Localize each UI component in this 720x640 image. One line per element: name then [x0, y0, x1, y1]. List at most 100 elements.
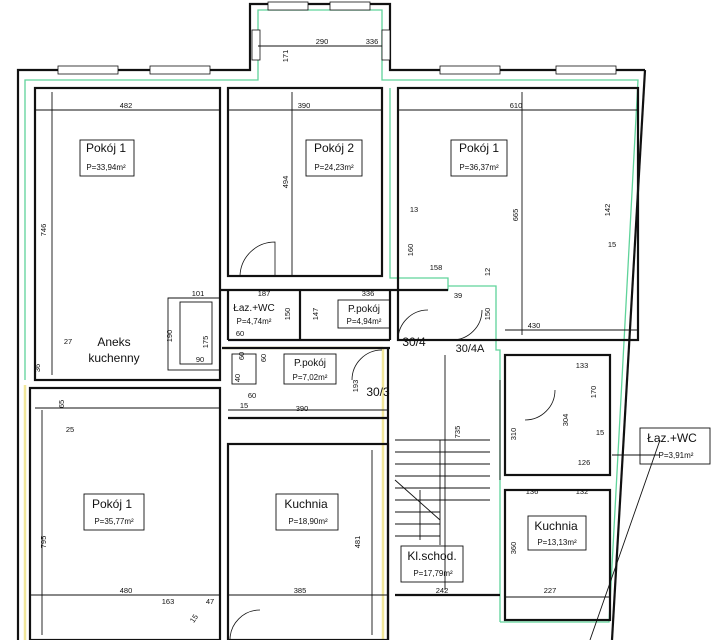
- unit-label-30-4: 30/4: [402, 335, 426, 349]
- dim-27: 27: [64, 337, 72, 346]
- room-pokoj1-right-label-box: [450, 139, 508, 177]
- dim-310: 310: [509, 428, 518, 441]
- dim-47: 47: [206, 597, 214, 606]
- dim-193: 193: [351, 380, 360, 393]
- dim-60-b: 60: [237, 352, 246, 360]
- dim-136: 136: [526, 487, 539, 496]
- room-pokoj1-right-area: P=36,37m²: [459, 163, 499, 172]
- dim-15-b: 15: [240, 401, 248, 410]
- dim-150-a: 150: [283, 308, 292, 321]
- dim-385: 385: [294, 586, 307, 595]
- dim-746: 746: [39, 224, 48, 237]
- room-pokoj1-left-name: Pokój 1: [86, 141, 126, 155]
- room-pokoj1-right-name: Pokój 1: [459, 141, 499, 155]
- dim-336-top: 336: [366, 37, 379, 46]
- dim-187: 187: [258, 289, 271, 298]
- unit-label-30-3: 30/3: [366, 385, 390, 399]
- dim-132: 132: [576, 487, 589, 496]
- dim-60-d: 60: [248, 391, 256, 400]
- dim-126: 126: [578, 458, 591, 467]
- outer-wall-top-left: [16, 2, 645, 640]
- unit-label-30-4a: 30/4A: [456, 343, 485, 355]
- dim-90: 90: [196, 355, 204, 364]
- dim-60-c: 60: [259, 354, 268, 362]
- room-aneks-line2: kuchenny: [88, 351, 139, 365]
- room-lazienka1-name: Łaz.+WC: [233, 303, 274, 314]
- windows-top: [57, 1, 617, 75]
- dim-227: 227: [544, 586, 557, 595]
- room-kuchnia1-name: Kuchnia: [284, 497, 328, 511]
- dim-163: 163: [162, 597, 175, 606]
- room-klatka-name: Kl.schod.: [407, 549, 456, 563]
- dim-304: 304: [561, 414, 570, 427]
- dim-360: 360: [509, 542, 518, 555]
- room-pokoj1-bottom-label-box: [83, 493, 145, 531]
- room-ppokoj2-label-box: [283, 353, 337, 385]
- room-pokoj2-area: P=24,23m²: [314, 163, 354, 172]
- room-ppokoj2-area: P=7,02m²: [293, 373, 328, 382]
- dim-101: 101: [192, 289, 205, 298]
- outer-wall-right: [610, 69, 647, 640]
- room-pokoj2-name: Pokój 2: [314, 141, 354, 155]
- dim-15-a: 15: [608, 240, 616, 249]
- room-ppokoj2-name: P.pokój: [294, 358, 326, 369]
- unit-outline-green: [24, 9, 639, 623]
- room-ppokoj1-name: P.pokój: [348, 304, 380, 315]
- dim-12: 12: [483, 268, 492, 276]
- dim-65: 65: [57, 400, 66, 408]
- interior-walls: [28, 86, 640, 640]
- room-kuchnia2-area: P=13,13m²: [537, 538, 577, 547]
- dim-390-top: 390: [298, 101, 311, 110]
- room-lazienka2-label-box: [639, 427, 711, 465]
- dim-60-a: 60: [236, 329, 244, 338]
- room-kuchnia2-label-box: [527, 515, 587, 551]
- dim-150-b: 150: [483, 308, 492, 321]
- dim-430: 430: [528, 321, 541, 330]
- dim-158: 158: [430, 263, 443, 272]
- dim-39: 39: [454, 291, 462, 300]
- dim-242: 242: [436, 586, 449, 595]
- dim-336-mid: 336: [362, 289, 375, 298]
- dim-133: 133: [576, 361, 589, 370]
- dim-15-d: 15: [188, 613, 200, 625]
- dim-190: 190: [165, 330, 174, 343]
- room-pokoj1-left-label-box: [79, 139, 135, 177]
- unit-outline-green-right: [448, 285, 501, 622]
- room-lazienka2-name: Łaz.+WC: [647, 431, 697, 445]
- dim-735: 735: [453, 426, 462, 439]
- dim-795: 795: [39, 536, 48, 549]
- dim-40: 40: [233, 374, 242, 382]
- room-pokoj1-bottom-name: Pokój 1: [92, 497, 132, 511]
- room-pokoj1-bottom-area: P=35,77m²: [94, 517, 134, 526]
- dim-142: 142: [603, 204, 612, 217]
- dim-482: 482: [120, 101, 133, 110]
- room-aneks-line1: Aneks: [97, 335, 130, 349]
- dim-15-c: 15: [596, 428, 604, 437]
- room-lazienka2-area: P=3,91m²: [659, 451, 694, 460]
- staircase: [394, 439, 490, 545]
- room-kuchnia1-area: P=18,90m²: [288, 517, 328, 526]
- dimension-lines: [30, 45, 661, 640]
- room-kuchnia1-label-box: [275, 493, 339, 531]
- dim-171: 171: [281, 50, 290, 63]
- dim-390-mid: 390: [296, 404, 309, 413]
- room-klatka-label-box: [400, 545, 464, 583]
- dim-13: 13: [410, 205, 418, 214]
- dim-160: 160: [406, 244, 415, 257]
- room-pokoj2-label-box: [305, 139, 363, 177]
- dim-170: 170: [589, 386, 598, 399]
- dim-610: 610: [510, 101, 523, 110]
- dim-290: 290: [316, 37, 329, 46]
- room-ppokoj1-label-box: [337, 299, 391, 329]
- dim-665: 665: [511, 209, 520, 222]
- room-klatka-area: P=17,79m²: [413, 569, 453, 578]
- dim-480: 480: [120, 586, 133, 595]
- dim-147: 147: [311, 308, 320, 321]
- dim-494: 494: [281, 176, 290, 189]
- dim-481: 481: [353, 536, 362, 549]
- dim-36: 36: [33, 364, 42, 372]
- room-ppokoj1-area: P=4,94m²: [347, 317, 382, 326]
- dim-175: 175: [201, 336, 210, 349]
- dim-25: 25: [66, 425, 74, 434]
